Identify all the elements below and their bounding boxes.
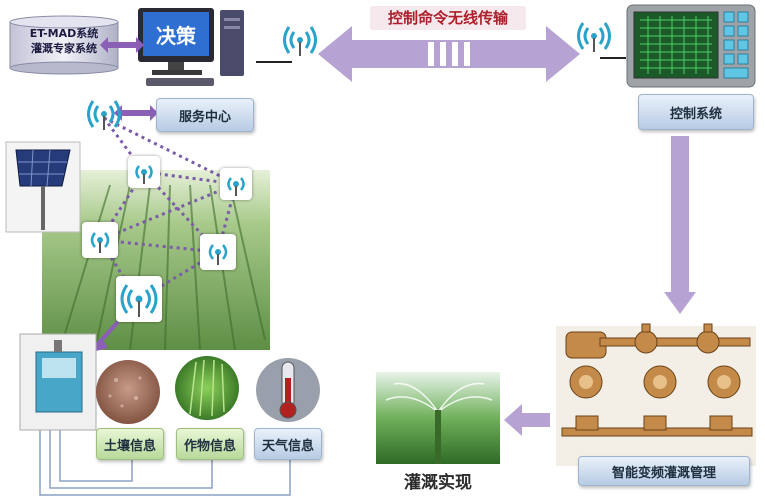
wireless-transmission-label: 控制命令无线传输 — [370, 6, 526, 30]
expert-system-database: ET-MAD系统 灌溉专家系统 — [8, 14, 120, 76]
weather-info-label: 天气信息 — [254, 428, 322, 460]
wireless-signal-icon — [227, 177, 245, 196]
control-panel-icon — [626, 4, 756, 88]
irrigation-result-label: 灌溉实现 — [404, 473, 472, 493]
irrigation-machinery-icon — [556, 323, 756, 466]
control-panel-device — [626, 4, 756, 88]
sensor-node-3 — [82, 222, 118, 258]
wireless-signal-icon — [120, 284, 158, 317]
wireless-signal-icon — [283, 26, 317, 56]
wireless-signal-icon — [135, 165, 153, 184]
wireless-signal-icon — [90, 232, 110, 253]
sensor-station-icon — [19, 333, 97, 431]
control-down-arrow — [664, 136, 696, 314]
wireless-signal-icon — [208, 244, 228, 265]
solar-panel-icon — [5, 141, 81, 233]
sensor-node-2 — [220, 168, 252, 200]
soil-info-label: 土壤信息 — [96, 428, 164, 460]
decision-computer: 决策 — [132, 6, 250, 90]
crop-image — [175, 356, 239, 420]
decision-label: 决策 — [156, 24, 196, 48]
soil-image — [96, 360, 160, 424]
service-center-label: 服务中心 — [156, 98, 254, 132]
computer-icon — [138, 8, 244, 86]
control-system-label: 控制系统 — [638, 94, 754, 130]
expert-system-subtitle: 灌溉专家系统 — [31, 42, 97, 55]
crop-info-label: 作物信息 — [176, 428, 244, 460]
wireless-signal-icon — [577, 22, 611, 52]
antenna-service — [86, 96, 122, 132]
sensor-node-4 — [200, 234, 236, 270]
irrigation-photo — [376, 372, 500, 464]
expert-system-title: ET-MAD系统 — [29, 27, 99, 40]
decision-expert-link — [100, 37, 144, 53]
sensor-wiring — [39, 430, 291, 496]
sensor-node-5 — [116, 276, 162, 322]
smart-management-label: 智能变频灌溉管理 — [578, 456, 750, 486]
wireless-transmission-arrow — [318, 26, 580, 82]
antenna-control — [576, 18, 612, 54]
sensor-node-1 — [128, 156, 160, 188]
wireless-signal-icon — [87, 100, 121, 130]
thermometer-image — [256, 358, 320, 422]
antenna-decision — [282, 22, 318, 58]
management-to-irrigation-arrow — [504, 404, 550, 436]
